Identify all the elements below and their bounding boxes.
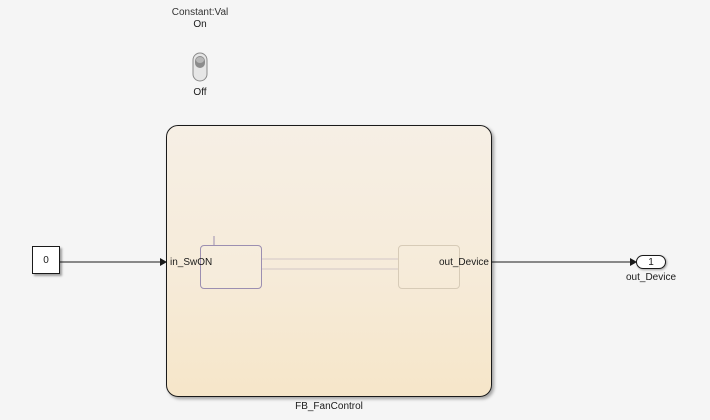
chart-state-right <box>398 245 460 289</box>
outport-number: 1 <box>648 256 654 268</box>
outport-name: out_Device <box>625 272 677 283</box>
toggle-switch-icon <box>192 52 208 82</box>
chart-preview-graphic <box>213 236 398 270</box>
toggle-on-label: On <box>193 19 207 30</box>
output-port-label: out_Device <box>438 257 489 268</box>
toggle-parameter-label: Constant:Val <box>171 7 229 18</box>
constant-value: 0 <box>43 254 49 266</box>
toggle-off-label: Off <box>193 87 207 98</box>
outport-block[interactable]: 1 <box>636 255 666 269</box>
fb-fancontrol-block[interactable]: in_SwON out_Device <box>166 125 492 397</box>
toggle-switch[interactable] <box>192 52 208 82</box>
function-block-name: FB_FanControl <box>295 401 363 412</box>
input-port-label: in_SwON <box>170 257 213 268</box>
chart-state-left <box>200 245 262 289</box>
constant-block[interactable]: 0 <box>32 246 60 274</box>
